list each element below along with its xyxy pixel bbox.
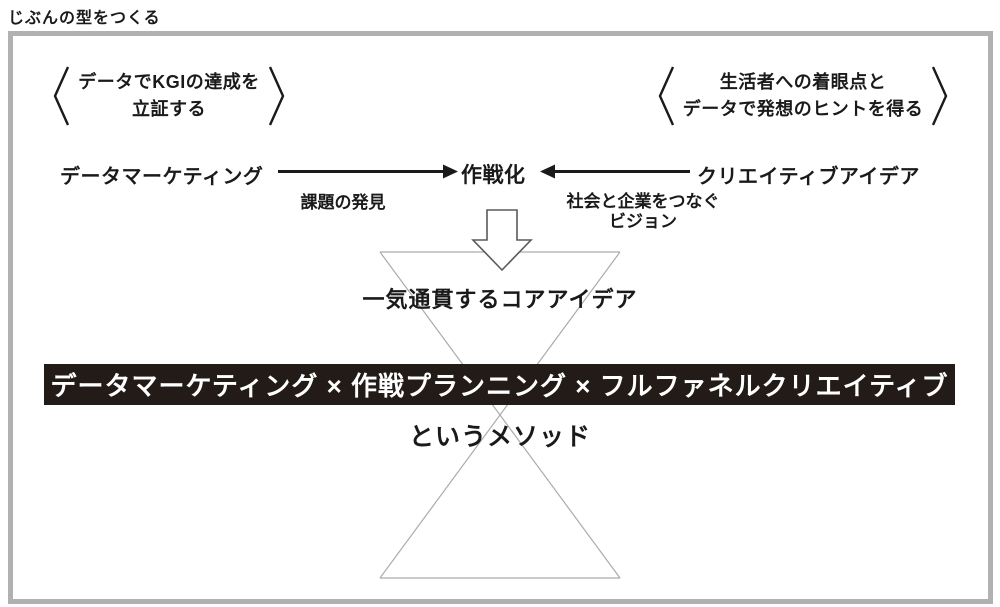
left-note-line2: 立証する xyxy=(131,99,206,119)
right-note-line2: データで発想のヒントを得る xyxy=(682,99,924,119)
right-arrow-caption-line1: 社会と企業をつなぐ xyxy=(566,192,720,211)
diagram-frame xyxy=(8,31,993,604)
method-banner: データマーケティング × 作戦プランニング × フルファネルクリエイティブ xyxy=(44,364,955,405)
flow-label-creative-idea: クリエイティブアイデア xyxy=(697,166,920,188)
flow-label-data-marketing: データマーケティング xyxy=(60,166,264,188)
right-arrow-caption-line2: ビジョン xyxy=(609,212,677,231)
angle-bracket-left-icon xyxy=(658,66,674,126)
right-note: 生活者への着眼点と データで発想のヒントを得る xyxy=(638,62,968,130)
angle-bracket-right-icon xyxy=(268,66,285,126)
angle-bracket-left-icon xyxy=(53,66,70,126)
left-arrow-caption: 課題の発見 xyxy=(300,193,386,212)
flow-label-strategization: 作戦化 xyxy=(461,164,526,187)
method-banner-text: データマーケティング × 作戦プランニング × フルファネルクリエイティブ xyxy=(50,371,949,401)
right-note-text: 生活者への着眼点と データで発想のヒントを得る xyxy=(683,69,924,123)
method-suffix-label: というメソッド xyxy=(408,423,591,451)
left-note-line1: データでKGIの達成を xyxy=(78,72,260,92)
core-idea-label: 一気通貫するコアアイデア xyxy=(362,287,638,312)
left-note: データでKGIの達成を 立証する xyxy=(30,62,308,130)
left-note-text: データでKGIの達成を 立証する xyxy=(78,69,260,123)
angle-bracket-right-icon xyxy=(932,66,948,126)
right-arrow-caption: 社会と企業をつなぐ ビジョン xyxy=(567,192,720,232)
right-note-line1: 生活者への着眼点と xyxy=(719,72,887,92)
page-title: じぶんの型をつくる xyxy=(8,10,161,27)
